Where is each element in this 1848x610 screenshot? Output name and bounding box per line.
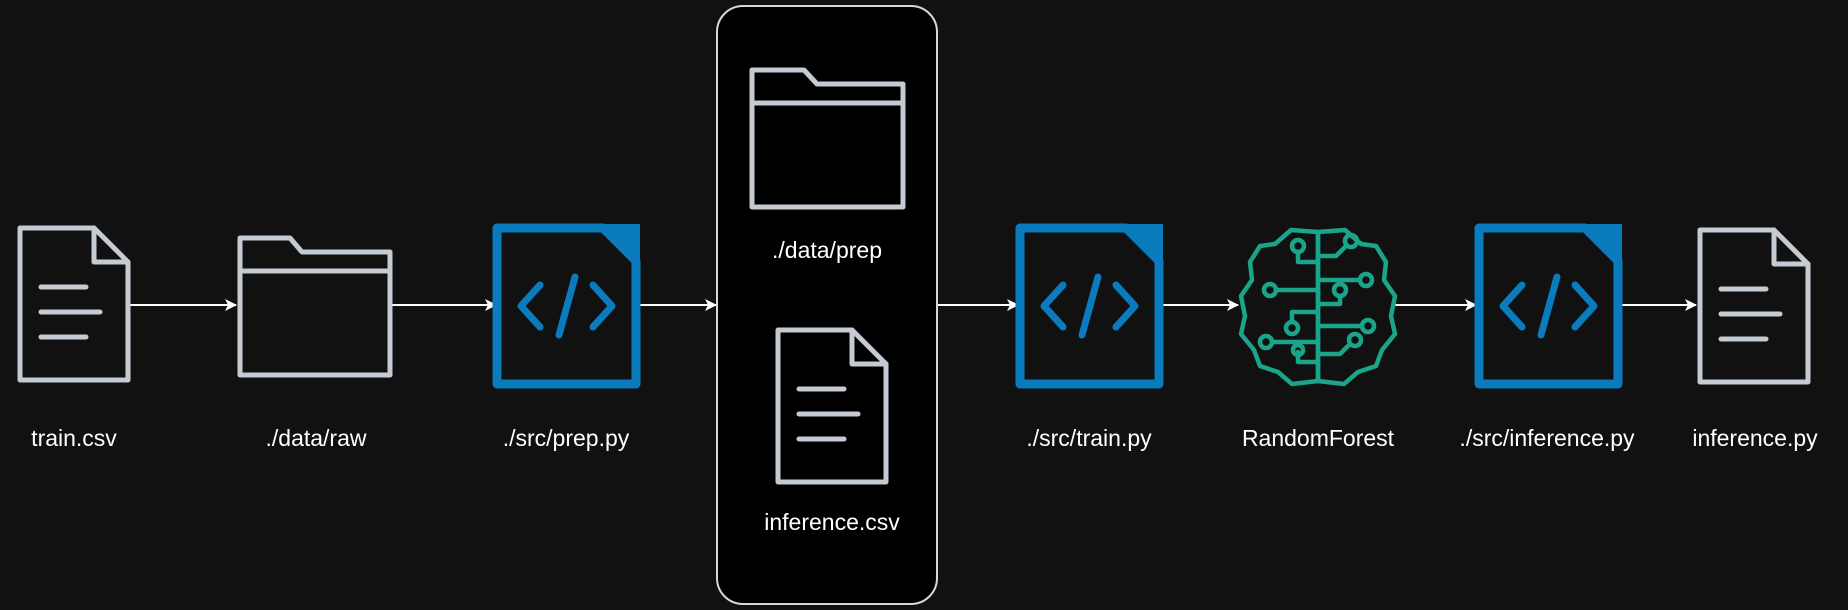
- prep-data-group: [716, 5, 938, 605]
- node-label-inference-csv: inference.csv: [764, 509, 900, 535]
- node-label-train-csv: train.csv: [31, 425, 117, 451]
- code-file-icon: [1474, 223, 1623, 389]
- folder-icon: [237, 235, 393, 378]
- node-label-train-py: ./src/train.py: [1026, 425, 1152, 451]
- node-label-data-prep: ./data/prep: [772, 237, 882, 263]
- document-icon: [775, 327, 889, 485]
- folder-icon: [749, 67, 906, 210]
- document-icon: [1697, 227, 1811, 385]
- document-icon: [17, 225, 131, 383]
- brain-circuit-icon: [1238, 227, 1398, 387]
- code-file-icon: [492, 223, 641, 389]
- code-file-icon: [1015, 223, 1164, 389]
- node-label-data-raw: ./data/raw: [265, 425, 367, 451]
- node-label-inference-src-py: ./src/inference.py: [1459, 425, 1635, 451]
- node-label-prep-py: ./src/prep.py: [502, 425, 630, 451]
- node-label-inference-py: inference.py: [1692, 425, 1818, 451]
- node-label-random-forest: RandomForest: [1241, 425, 1395, 451]
